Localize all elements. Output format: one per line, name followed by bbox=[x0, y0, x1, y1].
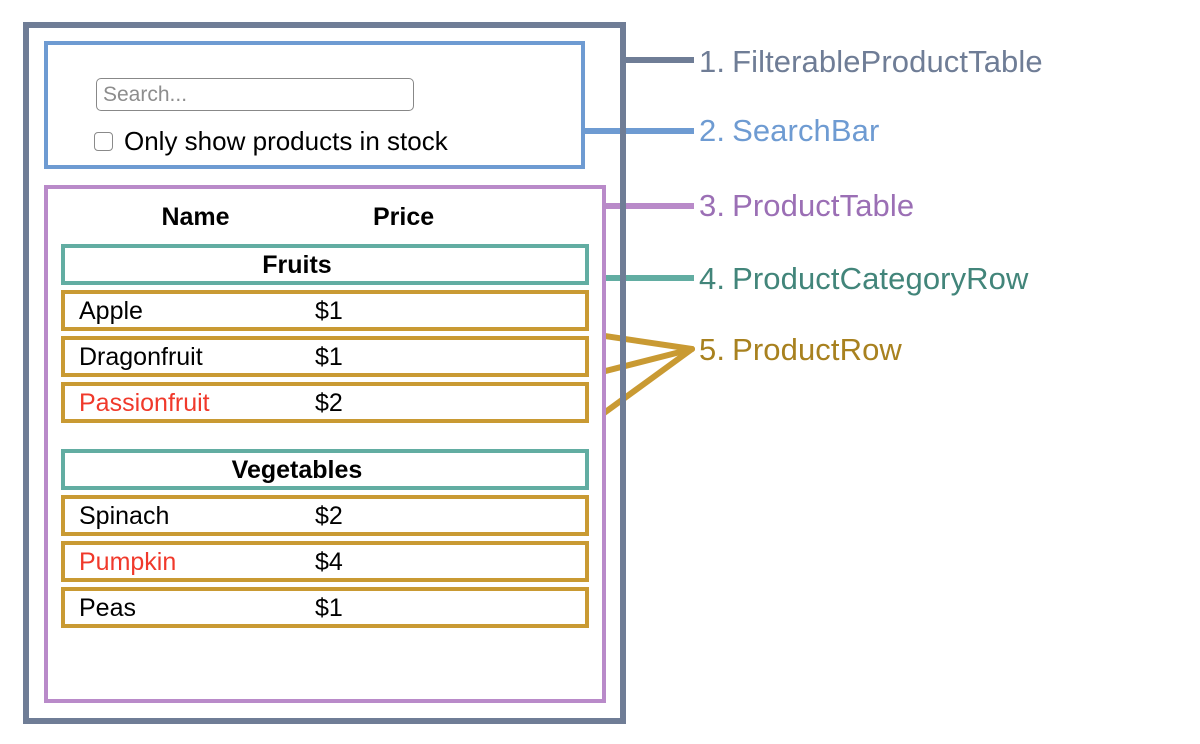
product-row-price: $1 bbox=[315, 342, 343, 371]
legend-name: ProductCategoryRow bbox=[732, 261, 1029, 296]
legend-item-search-bar: 2.SearchBar bbox=[699, 113, 879, 149]
legend-item-product-table: 3.ProductTable bbox=[699, 188, 914, 224]
product-row-name: Apple bbox=[79, 296, 143, 325]
legend-item-product-category-row: 4.ProductCategoryRow bbox=[699, 261, 1029, 297]
product-row: Apple $1 bbox=[61, 290, 589, 331]
product-row-price: $1 bbox=[315, 296, 343, 325]
legend-name: SearchBar bbox=[732, 113, 880, 148]
product-row-name: Passionfruit bbox=[79, 388, 210, 417]
in-stock-filter-row[interactable]: Only show products in stock bbox=[94, 127, 448, 155]
product-row-name: Spinach bbox=[79, 501, 170, 530]
product-row: Pumpkin $4 bbox=[61, 541, 589, 582]
in-stock-checkbox-label: Only show products in stock bbox=[124, 126, 448, 156]
product-row-price: $2 bbox=[315, 501, 343, 530]
in-stock-checkbox[interactable] bbox=[94, 131, 113, 151]
product-row: Passionfruit $2 bbox=[61, 382, 589, 423]
product-row-name: Peas bbox=[79, 593, 136, 622]
legend-number: 1. bbox=[699, 44, 726, 79]
product-row-price: $1 bbox=[315, 593, 343, 622]
product-row-price: $2 bbox=[315, 388, 343, 417]
legend-item-product-row: 5.ProductRow bbox=[699, 332, 902, 368]
product-table-header: Name Price bbox=[48, 197, 602, 237]
category-group-spacer bbox=[61, 428, 589, 449]
legend-item-filterable-product-table: 1.FilterableProductTable bbox=[699, 44, 1043, 80]
legend-name: ProductTable bbox=[732, 188, 915, 223]
product-category-row-label: Fruits bbox=[262, 250, 332, 279]
product-row-name: Dragonfruit bbox=[79, 342, 203, 371]
legend-number: 4. bbox=[699, 261, 726, 296]
product-row: Spinach $2 bbox=[61, 495, 589, 536]
product-category-row: Vegetables bbox=[61, 449, 589, 490]
legend-number: 2. bbox=[699, 113, 726, 148]
product-category-row: Fruits bbox=[61, 244, 589, 285]
legend-number: 3. bbox=[699, 188, 726, 223]
product-row: Dragonfruit $1 bbox=[61, 336, 589, 377]
legend-number: 5. bbox=[699, 332, 726, 367]
column-header-name: Name bbox=[161, 203, 230, 231]
product-row-price: $4 bbox=[315, 547, 343, 576]
product-row: Peas $1 bbox=[61, 587, 589, 628]
search-input[interactable] bbox=[96, 78, 414, 111]
search-bar: Only show products in stock bbox=[44, 41, 585, 169]
product-category-row-label: Vegetables bbox=[231, 455, 363, 484]
product-table-body: Fruits Apple $1 Dragonfruit $1 Passionfr… bbox=[61, 244, 589, 633]
legend-name: FilterableProductTable bbox=[732, 44, 1043, 79]
legend-name: ProductRow bbox=[732, 332, 902, 367]
column-header-price: Price bbox=[373, 203, 435, 231]
product-row-name: Pumpkin bbox=[79, 547, 177, 576]
product-table: Name Price Fruits Apple $1 Dragonfruit $… bbox=[44, 185, 606, 703]
